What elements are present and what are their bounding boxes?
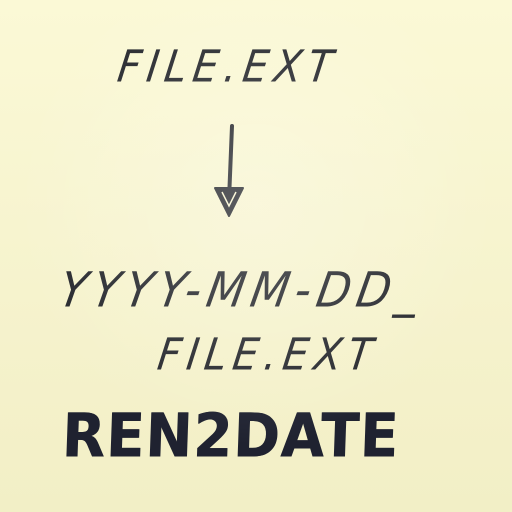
app-title: REN2DATE [60, 401, 401, 472]
arrow-down-icon [214, 124, 244, 217]
date-prefix: YYYY-MM-DD_ [55, 262, 430, 319]
renamed-filename: FILE.EXT [154, 329, 382, 381]
original-filename: FILE.EXT [114, 41, 342, 93]
